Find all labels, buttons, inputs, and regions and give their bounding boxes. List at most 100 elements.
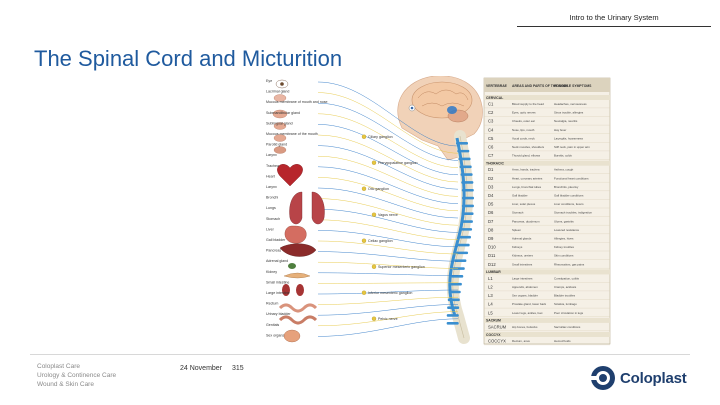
vertebral-disc <box>446 322 459 325</box>
table-cell-symptom: Hay fever <box>554 128 566 132</box>
nerve-fibre <box>317 187 459 219</box>
table-section-band <box>484 317 610 323</box>
table-cell-symptom: Stomach troubles, indigestion <box>554 211 592 215</box>
vertebral-disc <box>448 290 461 294</box>
table-cell-area: Sex organs, bladder <box>512 294 538 298</box>
ganglion-label: Ciliary ganglion <box>368 135 393 139</box>
organ-label: Sex organs <box>266 333 284 337</box>
organ-label: Lungs <box>266 206 276 210</box>
organ-label: Eye <box>266 79 272 83</box>
organ-label: Lacrimal gland <box>266 90 289 94</box>
organ-label: Adrenal gland <box>266 259 288 263</box>
table-cell-symptom: Sinus trouble, allergies <box>554 111 584 115</box>
table-cell-vertebra: C1 <box>488 102 494 107</box>
ganglion-marker <box>361 186 367 191</box>
organ-label: Stomach <box>266 217 280 221</box>
vertebral-disc <box>457 149 470 153</box>
table-section-label: SACRUM <box>486 319 501 323</box>
table-section-label: CERVICAL <box>486 96 503 100</box>
table-cell-vertebra: C7 <box>488 153 494 158</box>
footer-brand-line: Urology & Continence Care <box>37 372 117 379</box>
page-number: 315 <box>232 365 244 372</box>
organ-label: Sublingual gland <box>266 121 293 125</box>
table-cell-symptom: Bronchitis, pleurisy <box>554 185 579 189</box>
vertebral-discs <box>446 142 474 325</box>
table-cell-symptom: Kidney troubles <box>554 245 574 249</box>
table-cell-area: Eyes, optic nerves <box>512 111 536 115</box>
vertebral-disc <box>461 196 474 200</box>
organ-label: Parotid gland <box>266 143 287 147</box>
table-cell-vertebra: D10 <box>488 245 496 250</box>
nerve-fibre <box>317 318 459 337</box>
table-cell-vertebra: D7 <box>488 219 494 224</box>
vertebral-disc <box>446 314 459 317</box>
table-cell-area: Large intestines <box>512 276 533 280</box>
ganglion-label: Pterygopalatine ganglion <box>378 161 418 165</box>
footer-divider <box>30 354 690 355</box>
table-cell-vertebra: L2 <box>488 285 493 290</box>
nerve-fibre <box>317 289 459 295</box>
nerve-fibre <box>317 198 459 226</box>
table-cell-area: Appendix, abdomen <box>512 285 538 289</box>
table-cell-vertebra: D2 <box>488 176 494 181</box>
nerve-fibre <box>317 261 459 269</box>
table-cell-vertebra: D12 <box>488 262 496 267</box>
table-cell-vertebra: D4 <box>488 193 494 198</box>
vertebral-disc <box>449 282 462 286</box>
organ-label: Liver <box>266 227 275 231</box>
nerve-fibre <box>317 81 459 147</box>
ganglion-marker <box>371 160 377 165</box>
table-cell-area: Nose, lips, mouth <box>512 128 535 132</box>
table-cell-area: Lungs, bronchial tubes <box>512 185 542 189</box>
table-cell-symptom: Sacroiliac conditions <box>554 325 581 329</box>
table-cell-area: Heart, coronary arteries <box>512 176 543 180</box>
table-cell-vertebra: L1 <box>488 276 493 281</box>
table-cell-area: Hip bones, buttocks <box>512 325 538 329</box>
vertebral-disc <box>458 157 471 161</box>
table-cell-area: Small intestines <box>512 262 533 266</box>
table-cell-symptom: Laryngitis, hoarseness <box>554 136 583 140</box>
vertebral-disc <box>460 173 473 176</box>
nerve-fibre <box>317 166 459 204</box>
organ-label: Genitals <box>266 323 279 327</box>
vertebral-disc <box>447 298 460 302</box>
table-cell-area: Prostate gland, lower back <box>512 302 547 306</box>
table-cell-vertebra: D1 <box>488 167 494 172</box>
nerve-fibre <box>317 304 459 316</box>
footer-brand-line: Coloplast Care <box>37 363 80 370</box>
table-cell-area: Cheeks, outer ear <box>512 119 535 123</box>
table-cell-symptom: Cramps, acidosis <box>554 285 577 289</box>
vertebral-disc <box>461 188 474 192</box>
vertebral-disc <box>461 204 474 208</box>
ganglion-label: Otic ganglion <box>368 187 389 191</box>
table-cell-area: Blood supply to the head <box>512 102 544 106</box>
table-cell-symptom: Functional heart conditions <box>554 176 589 180</box>
vertebral-disc <box>458 235 471 239</box>
nerve-fibre <box>317 102 459 161</box>
table-section-label: COCCYX <box>486 333 501 337</box>
table-header: AREAS AND PARTS OF THE BODY <box>512 84 569 88</box>
ganglion-label: Inferior mesenteric ganglion <box>368 291 412 295</box>
organ-label: Pancreas <box>266 249 281 253</box>
table-cell-area: Kidneys, ureters <box>512 254 533 258</box>
organ-label: Small intestine <box>266 280 289 284</box>
nerve-fibre <box>317 282 459 284</box>
table-cell-vertebra: COCCYX <box>488 339 506 344</box>
footer-brand-line: Wound & Skin Care <box>37 381 94 388</box>
nerve-fibre <box>317 272 459 276</box>
nerve-fibre <box>317 311 459 327</box>
ganglion-label: Vagus nerve <box>378 213 398 217</box>
nerve-fibre <box>317 134 459 183</box>
table-cell-area: Pancreas, duodenum <box>512 219 540 223</box>
nerve-fibre <box>317 296 459 305</box>
table-cell-symptom: Ulcers, gastritis <box>554 219 574 223</box>
table-cell-area: Stomach <box>512 211 524 215</box>
nerve-fibre <box>317 124 459 176</box>
table-cell-area: Liver, solar plexus <box>512 202 536 206</box>
section-tag: Intro to the Urinary System <box>517 8 711 27</box>
table-cell-vertebra: D8 <box>488 227 494 232</box>
nerve-fibre <box>317 219 459 240</box>
logo-text: Coloplast <box>620 369 687 387</box>
ganglion-label: Celiac ganglion <box>368 239 393 243</box>
